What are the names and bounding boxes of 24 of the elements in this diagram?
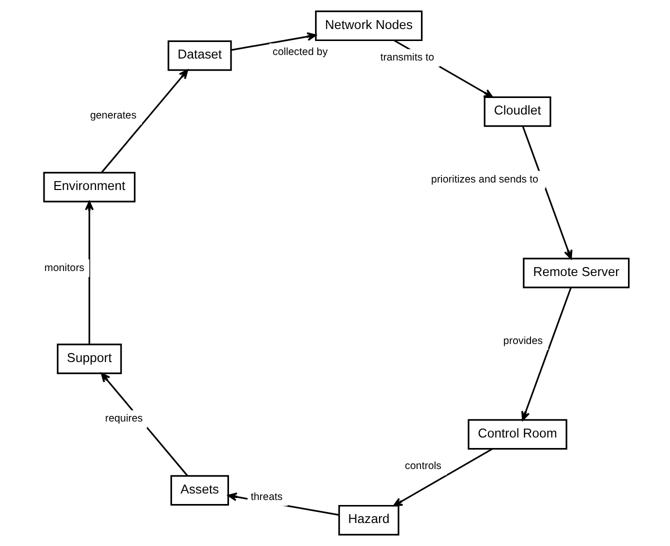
- edge-label: monitors: [44, 262, 84, 274]
- edge-label: threats: [250, 492, 283, 503]
- node-box: Dataset: [168, 40, 232, 71]
- node-box: Remote Server: [522, 258, 630, 288]
- edge-label: controls: [404, 461, 442, 472]
- node-box: Control Room: [468, 419, 568, 450]
- arrow: [522, 126, 572, 260]
- edge-label: provides: [503, 336, 543, 347]
- arrow: [393, 448, 493, 506]
- edge-label: collected by: [272, 46, 328, 58]
- edge-label: generates: [90, 110, 136, 122]
- arrow: [84, 200, 94, 344]
- arrow: [231, 32, 316, 51]
- edge-label: requires: [105, 414, 143, 425]
- arrow: [100, 69, 188, 174]
- node-box: Assets: [170, 475, 229, 506]
- node-box: Network Nodes: [315, 10, 423, 42]
- edge-label: transmits to: [380, 52, 434, 64]
- arrow: [521, 287, 572, 421]
- node-box: Hazard: [338, 504, 400, 536]
- node-box: Cloudlet: [484, 96, 552, 127]
- edge-label: prioritizes and sends to: [431, 174, 538, 186]
- node-box: Support: [56, 344, 122, 374]
- node-box: Environment: [43, 172, 136, 202]
